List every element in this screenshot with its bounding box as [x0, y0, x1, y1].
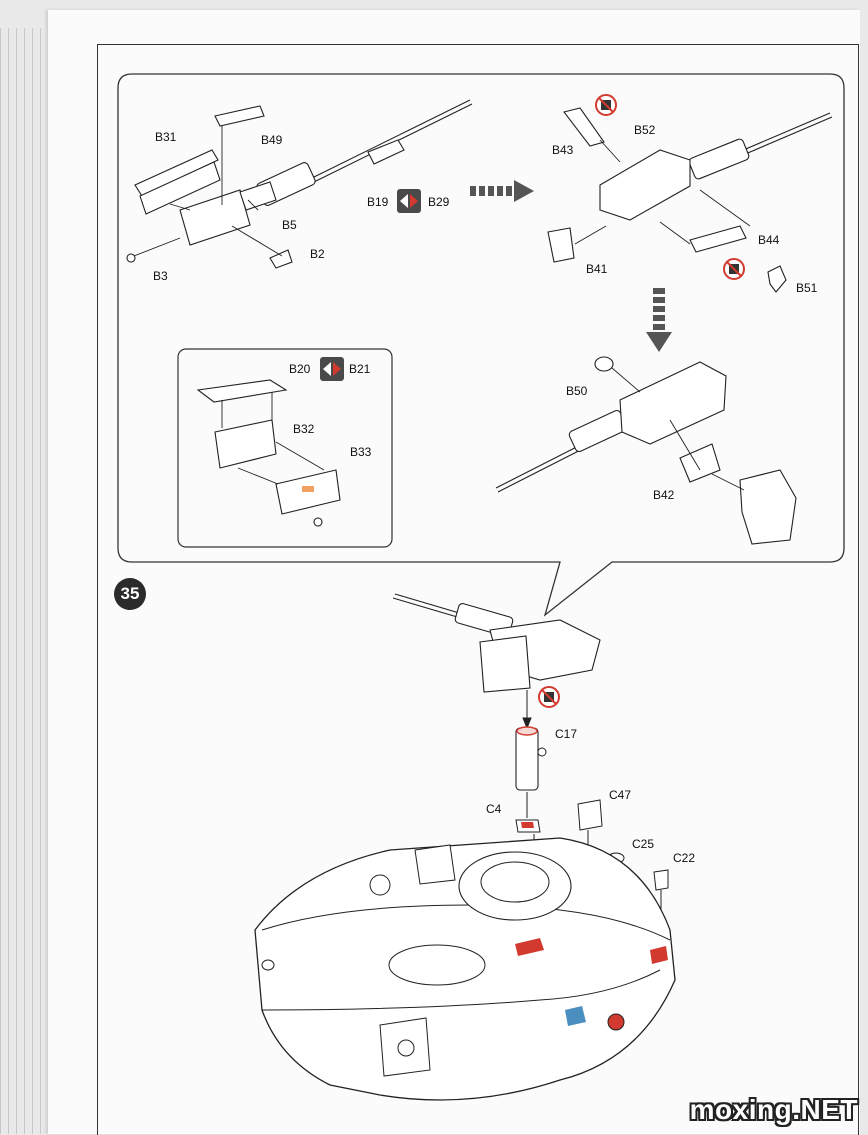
upper-left-gun-parts — [126, 99, 473, 269]
label-c22: C22 — [673, 851, 696, 865]
label-c25: C25 — [632, 837, 655, 851]
label-b51: B51 — [796, 281, 818, 295]
label-b41: B41 — [586, 262, 608, 276]
label-b52: B52 — [634, 123, 656, 137]
label-b29: B29 — [428, 195, 450, 209]
label-b31: B31 — [155, 130, 177, 144]
part-c4 — [515, 819, 541, 833]
label-b33: B33 — [350, 445, 372, 459]
mount-post-c17 — [515, 726, 547, 791]
dashed-arrow-down — [646, 288, 672, 352]
label-b49: B49 — [261, 133, 283, 147]
page-frame — [97, 44, 859, 1135]
no-glue-icon-b51 — [723, 258, 745, 280]
part-c47 — [577, 799, 603, 831]
inset-parts — [196, 379, 341, 527]
label-c4: C4 — [486, 802, 502, 816]
page-stack-edges — [0, 28, 60, 1134]
label-b20: B20 — [289, 362, 311, 376]
label-b3: B3 — [153, 269, 168, 283]
choice-icon-b19-b29 — [397, 189, 421, 213]
label-c47: C47 — [609, 788, 632, 802]
lower-gun-assembly — [392, 593, 601, 693]
label-b50: B50 — [566, 384, 588, 398]
label-b32: B32 — [293, 422, 315, 436]
label-b21: B21 — [349, 362, 371, 376]
upper-right-gun-parts — [547, 107, 833, 293]
label-b5: B5 — [282, 218, 297, 232]
choice-icon-b20-b21 — [320, 357, 344, 381]
middle-gun-assembly — [495, 356, 797, 545]
label-b44: B44 — [758, 233, 780, 247]
no-glue-icon-top — [595, 94, 617, 116]
label-b19: B19 — [367, 195, 389, 209]
turret-hull — [254, 837, 676, 1101]
label-c17: C17 — [555, 727, 578, 741]
no-glue-icon-mount — [538, 686, 560, 708]
label-b2: B2 — [310, 247, 325, 261]
step-number-badge: 35 — [114, 578, 146, 610]
label-b42: B42 — [653, 488, 675, 502]
dashed-arrow-right — [470, 180, 534, 202]
watermark: moxing.NET — [689, 1094, 858, 1125]
label-b43: B43 — [552, 143, 574, 157]
